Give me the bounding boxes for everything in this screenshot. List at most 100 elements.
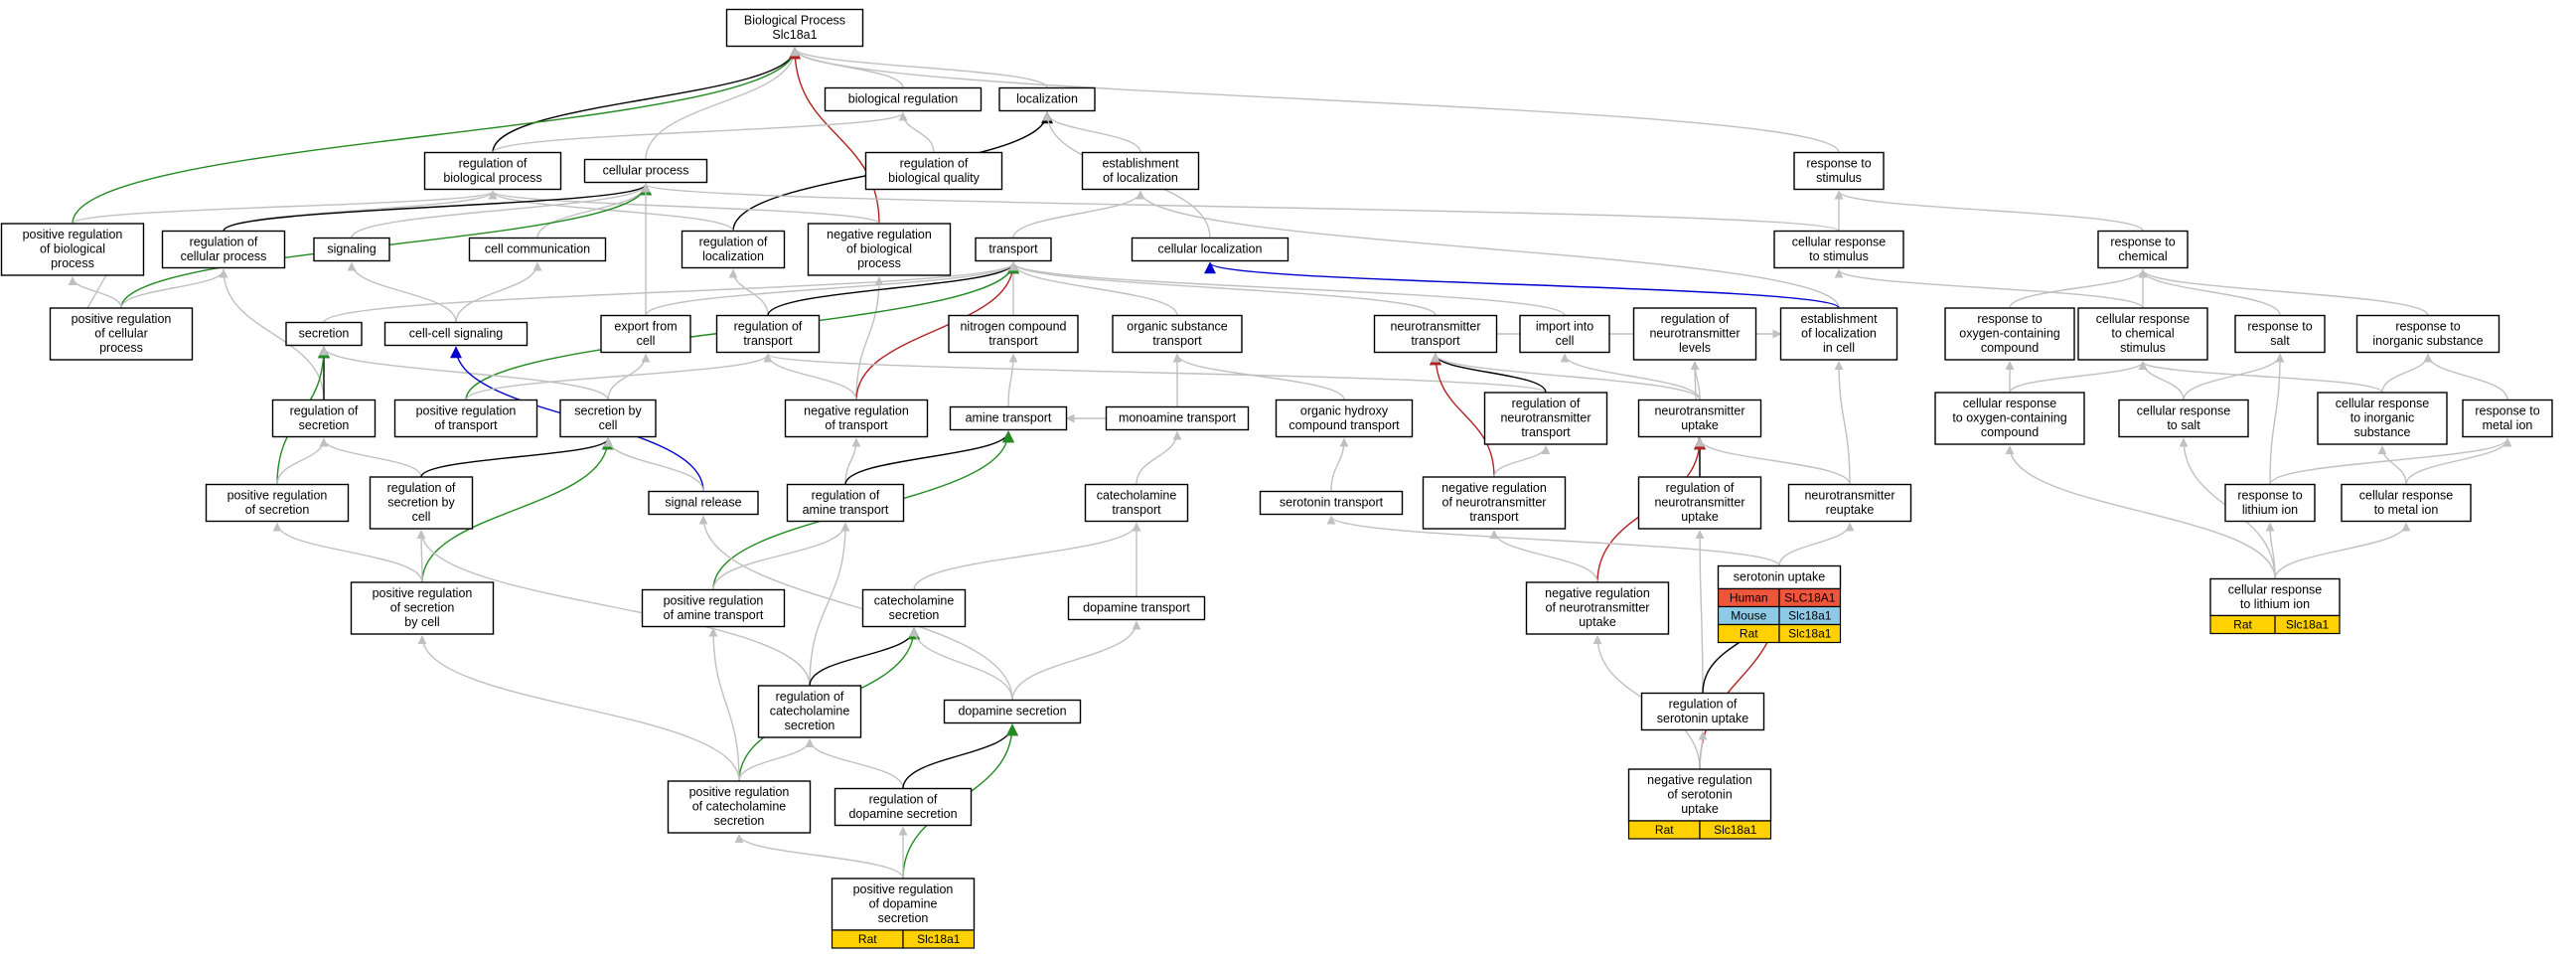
- is-a-edge: [1007, 353, 1018, 407]
- negatively-regulates-edge: [1430, 353, 1495, 478]
- go-term-label: transport: [988, 242, 1038, 256]
- go-term-box: [864, 151, 1003, 191]
- is-a-edge: [728, 268, 769, 316]
- go-term-box: [1787, 483, 1912, 523]
- go-term-label: establishment: [1800, 312, 1878, 326]
- go-term-label: localization: [702, 249, 764, 263]
- go-term-label: of transport: [825, 418, 888, 432]
- go-term-label: secretion: [889, 608, 940, 622]
- go-term-label: uptake: [1681, 802, 1719, 816]
- go-term-label: of secretion: [390, 601, 455, 615]
- go-term-label: regulation of: [734, 320, 803, 334]
- go-term-label: neurotransmitter: [1804, 489, 1894, 503]
- is-a-edge: [416, 530, 811, 687]
- go-term-box: [833, 787, 973, 827]
- go-term-label: cell-cell signaling: [409, 327, 504, 341]
- gene-cell: [2274, 614, 2341, 635]
- go-term-label: positive regulation: [416, 404, 517, 418]
- go-term-box: [831, 878, 976, 931]
- go-term-label: process: [51, 256, 94, 270]
- go-term-secretion: secretion: [285, 321, 363, 347]
- go-term-label: negative regulation: [804, 404, 909, 418]
- go-term-label: positive regulation: [689, 785, 790, 799]
- is-a-edge: [607, 353, 651, 400]
- go-term-label: of biological: [846, 242, 912, 256]
- is-a-edge: [1172, 353, 1345, 400]
- go-term-label: to salt: [2167, 418, 2200, 432]
- go-term-box: [0, 223, 145, 276]
- is-a-edge: [1834, 190, 2144, 233]
- go-term-box: [2097, 230, 2189, 269]
- go-term-label: positive regulation: [373, 586, 473, 600]
- is-a-edge: [351, 183, 651, 239]
- go-term-box: [681, 230, 786, 269]
- go-term-label: biological quality: [888, 171, 980, 185]
- go-term-label: transport: [1411, 334, 1460, 348]
- go-term-box: [205, 483, 350, 523]
- go-term-label: organic substance: [1127, 320, 1228, 334]
- is-a-edge: [2377, 445, 2407, 485]
- go-term-box: [975, 237, 1052, 262]
- go-term-label: metal ion: [2483, 418, 2533, 432]
- negatively-regulates-edge: [855, 261, 1019, 400]
- go-term-box: [715, 314, 821, 354]
- is-a-edge: [641, 183, 1840, 233]
- is-a-edge: [855, 276, 884, 400]
- go-term-box: [1773, 230, 1904, 269]
- go-term-label: secretion: [878, 911, 929, 925]
- go-term-label: compound: [1981, 425, 2039, 439]
- is-a-edge: [1330, 437, 1349, 492]
- go-term-label: response to: [1977, 312, 2042, 326]
- is-a-edge: [1008, 261, 1566, 317]
- go-term-box: [1373, 314, 1498, 354]
- go-term-box: [313, 237, 390, 262]
- go-term-box: [1793, 151, 1885, 191]
- go-term-label: cellular response: [2228, 583, 2323, 597]
- is-a-edge: [2138, 268, 2281, 316]
- is-a-edge: [1489, 530, 1598, 583]
- go-term-label: response to: [1806, 157, 1871, 171]
- go-term-label: to oxygen-containing: [1952, 411, 2066, 425]
- is-a-edge: [1008, 261, 1437, 316]
- gene-cell: [1699, 820, 1772, 840]
- go-term-label: compound transport: [1288, 418, 1400, 432]
- go-term-box: [393, 399, 538, 438]
- is-a-edge: [790, 47, 1840, 153]
- go-term-cellloc: cellular localization: [1131, 237, 1289, 262]
- go-term-label: to metal ion: [2374, 503, 2439, 517]
- is-a-edge: [1431, 353, 1701, 400]
- go-term-label: amine transport: [966, 411, 1052, 425]
- go-term-box: [423, 151, 562, 191]
- go-term-box: [1275, 399, 1414, 438]
- go-term-label: biological process: [443, 171, 541, 185]
- go-term-label: cellular localization: [1158, 242, 1263, 256]
- is-a-edge: [1698, 730, 1708, 770]
- go-term-label: regulation of: [1669, 698, 1738, 712]
- gene-cell: [902, 929, 976, 949]
- is-a-edge: [909, 627, 1013, 701]
- go-term-label: response to: [2475, 404, 2539, 418]
- is-a-edge: [2269, 353, 2285, 485]
- go-term-box: [1112, 314, 1243, 354]
- go-term-box: [861, 588, 967, 628]
- gene-label: SLC18A1: [1784, 591, 1836, 605]
- go-term-box: [369, 476, 474, 530]
- go-term-box: [648, 490, 759, 516]
- is-a-edge: [844, 437, 861, 485]
- is-a-edge: [708, 627, 740, 782]
